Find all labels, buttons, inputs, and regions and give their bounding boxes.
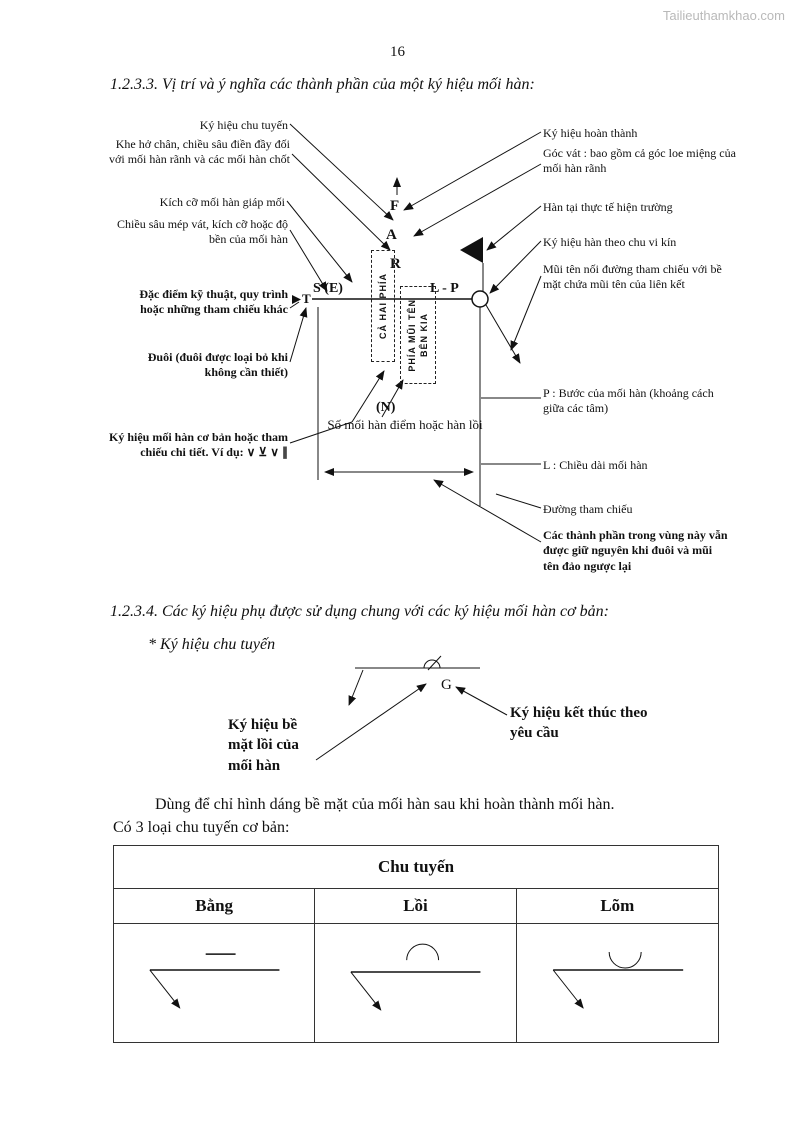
label-finish-symbol: Ký hiệu hoàn thành [543, 126, 638, 140]
column-concave: Lõm [600, 896, 635, 915]
root-letter: R [390, 256, 401, 272]
weld-all-around-icon [471, 290, 489, 308]
section-1234-heading: 1.2.3.4. Các ký hiệu phụ được sử dụng ch… [110, 603, 609, 620]
label-root-opening: Khe hở chân, chiều sâu điền đầy đối với … [109, 137, 290, 167]
welding-symbol-diagram: Ký hiệu chu tuyến Khe hở chân, chiều sâu… [0, 110, 795, 602]
flat-contour-icon [149, 953, 280, 1009]
contour-subheading: * Ký hiệu chu tuyến [148, 636, 276, 653]
g-finish-letter: G [441, 677, 452, 693]
contour-table: Chu tuyến Bằng Lồi Lõm [113, 845, 719, 1043]
convex-surface-label: Ký hiệu bề mặt lồi của mối hàn [228, 717, 299, 774]
flat-contour-cell [114, 924, 316, 1042]
convex-contour-cell [315, 924, 517, 1042]
welding-symbol-diagram-lines [286, 123, 542, 543]
label-field-weld: Hàn tại thực tế hiện trường [543, 200, 673, 214]
watermark: Tailieuthamkhao.com [662, 8, 785, 23]
contour-paragraph: Dùng để chỉ hình dáng bề mặt của mối hàn… [113, 793, 731, 839]
contour-table-diagrams [114, 924, 718, 1042]
label-basic-weld-symbol: Ký hiệu mối hàn cơ bản hoặc tham chiếu c… [108, 430, 288, 460]
contour-paragraph-line1: Dùng để chỉ hình dáng bề mặt của mối hàn… [155, 796, 615, 813]
tail-letter: T [302, 291, 311, 306]
label-groove-weld-size: Kích cỡ mối hàn giáp mối [159, 195, 285, 209]
weld-arrow-leader [485, 304, 521, 364]
label-pitch: P : Bước của mối hàn (khoảng cách giữa c… [543, 386, 714, 416]
required-finish-label: Ký hiệu kết thúc theo yêu cầu [510, 705, 648, 742]
arrow-side-box: PHÍA MŨI TÊN BÊN KIA [400, 286, 436, 384]
contour-table-columns: Bằng Lồi Lõm [114, 889, 718, 924]
column-flat: Bằng [114, 889, 316, 923]
label-contour-symbol: Ký hiệu chu tuyến [199, 118, 288, 132]
label-elements-unchanged: Các thành phần trong vùng này vẫn được g… [543, 528, 728, 573]
left-leader-lines [286, 123, 404, 444]
label-reference-line: Đường tham chiếu [543, 502, 633, 516]
label-groove-angle: Góc vát : bao gồm cả góc loe miệng của m… [543, 146, 736, 176]
size-letter: S (E) [313, 281, 343, 296]
contour-table-title: Chu tuyến [114, 846, 718, 889]
label-arrow: Mũi tên nối đường tham chiếu với bề mặt … [543, 262, 722, 292]
page-number: 16 [390, 44, 405, 60]
example-arrow-leader [348, 669, 364, 706]
finish-letter: F [390, 198, 400, 214]
both-sides-box: CẢ HAI PHÍA [371, 250, 395, 362]
label-specification: Đặc điểm kỹ thuật, quy trình hoặc những … [139, 287, 288, 317]
contour-symbol-example: G Ký hiệu bề mặt lồi của mối hàn Ký hiệu… [0, 655, 795, 795]
convex-contour-icon [423, 659, 441, 669]
label-tail: Đuôi (đuôi được loại bỏ khi không cần th… [147, 350, 288, 380]
column-convex: Lồi [315, 889, 517, 923]
field-weld-flag-icon [460, 237, 483, 263]
section-1233-heading: 1.2.3.3. Vị trí và ý nghĩa các thành phầ… [110, 76, 535, 93]
right-leader-lines [403, 131, 542, 543]
label-weld-length: L : Chiều dài mối hàn [543, 458, 648, 472]
length-pitch-letter: L - P [430, 281, 459, 296]
contour-example-lines [315, 655, 508, 761]
both-sides-label: CẢ HAI PHÍA [378, 272, 388, 339]
spot-weld-note: Số mối hàn điểm hoặc hàn lồi [327, 417, 483, 432]
label-depth-of-bevel: Chiều sâu mép vát, kích cỡ hoặc độ bền c… [117, 217, 288, 247]
convex-contour-icon [350, 943, 481, 1011]
concave-contour-icon [552, 951, 683, 1009]
other-side-label: BÊN KIA [419, 312, 429, 357]
angle-letter: A [386, 227, 397, 243]
concave-contour-cell [517, 924, 718, 1042]
tail-icon [292, 295, 301, 304]
label-weld-all-around: Ký hiệu hàn theo chu vi kín [543, 235, 677, 249]
contour-paragraph-line2: Có 3 loại chu tuyến cơ bản: [113, 819, 290, 837]
n-letter: (N) [376, 400, 396, 415]
arrow-side-label: PHÍA MŨI TÊN [407, 298, 417, 372]
